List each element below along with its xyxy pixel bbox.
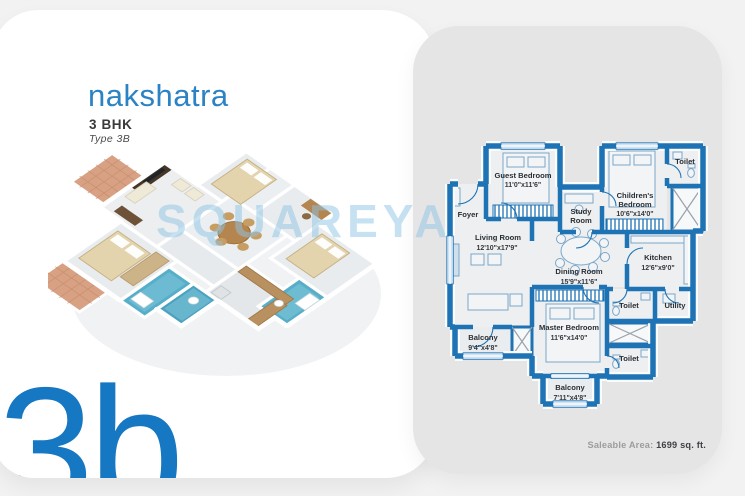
left-card: nakshatra 3 BHK Type 3B xyxy=(0,10,436,478)
label-master: Master Bedroom xyxy=(539,323,599,332)
label-study-1: Study xyxy=(570,207,592,216)
dims-dining: 15'9"x11'6" xyxy=(561,279,598,286)
iso-guest-bed xyxy=(210,158,278,205)
kitchen-counter xyxy=(630,235,690,244)
variant-numeral: 3b xyxy=(0,352,184,478)
label-childrens-2: Bedroom xyxy=(618,200,652,209)
sofa xyxy=(467,293,509,311)
bhk-subtitle: 3 BHK xyxy=(89,117,133,132)
iso-sofa xyxy=(124,181,157,204)
tv-unit xyxy=(452,243,460,277)
iso-study-desk xyxy=(300,198,332,221)
label-living: Living Room xyxy=(475,233,521,242)
toilet-fixtures xyxy=(612,151,696,369)
plan-wardrobes xyxy=(492,204,664,302)
label-dining: Dining Room xyxy=(555,267,602,276)
saleable-area-value: 1699 sq. ft. xyxy=(656,440,706,450)
floor-plan: Guest Bedroom 11'0"x11'6" Foyer Study Ro… xyxy=(445,141,708,409)
dining-table xyxy=(560,236,602,266)
type-label: Type 3B xyxy=(89,133,131,145)
label-balcony-bottom: Balcony xyxy=(555,383,585,392)
iso-apartment xyxy=(48,148,381,332)
plan-labels: Guest Bedroom 11'0"x11'6" Foyer Study Ro… xyxy=(458,157,696,402)
study-desk xyxy=(564,193,594,204)
label-toilet-mid: Toilet xyxy=(619,301,639,310)
plan-door-arcs xyxy=(457,163,682,369)
dims-living: 12'10"x17'9" xyxy=(476,245,517,252)
label-balcony-left: Balcony xyxy=(468,333,498,342)
iso-bath-fixtures xyxy=(130,291,321,311)
iso-kitchen-counter xyxy=(237,265,295,306)
iso-dining-chairs xyxy=(209,212,262,251)
label-toilet-top: Toilet xyxy=(675,157,695,166)
plan-furniture xyxy=(452,150,696,369)
iso-outer-walls xyxy=(60,148,381,332)
dims-guest-bedroom: 11'0"x11'6" xyxy=(505,182,541,189)
iso-furniture xyxy=(78,158,351,327)
dims-balcony-left: 9'4"x4'8" xyxy=(468,345,497,352)
dims-kitchen: 12'6"x9'0" xyxy=(641,265,674,272)
iso-wardrobe xyxy=(119,251,170,287)
isometric-render xyxy=(48,148,381,376)
label-foyer: Foyer xyxy=(458,210,479,219)
iso-sideboard xyxy=(113,205,144,226)
dims-childrens: 10'6"x14'0" xyxy=(616,211,653,218)
plan-windows xyxy=(446,142,659,408)
label-utility: Utility xyxy=(664,301,686,310)
dims-master: 11'6"x14'0" xyxy=(551,335,588,342)
dims-balcony-bottom: 7'11"x4'8" xyxy=(554,395,587,402)
label-toilet-bottom: Toilet xyxy=(619,354,639,363)
saleable-area: Saleable Area: 1699 sq. ft. xyxy=(540,440,706,450)
iso-children-bed xyxy=(285,233,351,279)
label-childrens-1: Children's xyxy=(617,191,654,200)
page-title: nakshatra xyxy=(88,78,229,113)
label-study-2: Room xyxy=(570,216,592,225)
label-guest-bedroom: Guest Bedroom xyxy=(495,171,552,180)
saleable-area-label: Saleable Area: xyxy=(587,440,654,450)
iso-balconies xyxy=(48,151,148,314)
plan-inner-walls xyxy=(455,146,703,379)
iso-master-bed xyxy=(78,230,152,282)
label-kitchen: Kitchen xyxy=(644,253,672,262)
plan-outer-walls xyxy=(447,143,706,407)
